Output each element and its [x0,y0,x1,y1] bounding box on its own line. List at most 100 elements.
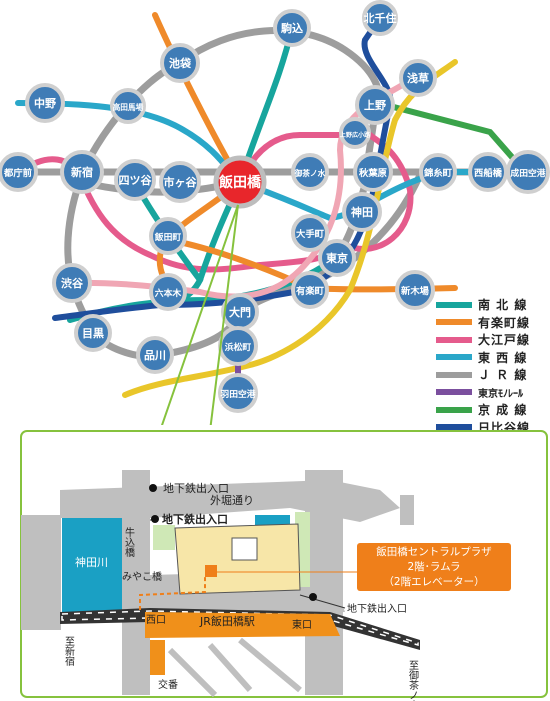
station-kitasenju: 北千住 [362,0,398,36]
station-label-roppongi: 六本木 [155,287,182,299]
label-subway-exit-right: 地下鉄出入口 [347,602,407,615]
destination-callout: 飯田橋セントラルプラザ 2階･ラムラ （2階エレベーター） [357,543,511,591]
legend-swatch [436,441,472,448]
label-to-shinjuku: 至新宿 [63,636,75,667]
station-iidamachi: 飯田町 [149,217,187,255]
subway-route-map: 駒込 北千住池袋浅草中野 高田馬場 上野上野広小路都庁前 新宿四ツ谷市ヶ谷 御茶ノ水 秋葉原… [0,0,550,425]
station-nakano: 中野 [25,83,65,123]
station-label-hamamatsucho: 浜松町 [225,341,252,353]
station-roppongi: 六本木 [149,273,187,311]
station-label-tokyo: 東京 [326,251,348,265]
label-sotobori-dori: 外堀通り [210,494,254,507]
station-label-iidamachi: 飯田町 [154,231,182,243]
station-label-akihabara: 秋葉原 [359,167,388,179]
station-otemachi: 大手町 [291,214,329,252]
station-hamamatsucho: 浜松町 [218,326,258,366]
legend-swatch [436,301,472,308]
station-tokyo: 東京 [318,239,356,277]
legend-swatch [436,371,472,378]
station-asakusa: 浅草 [399,59,437,97]
line-legend: 南 北 線有楽町線大江戸線東 西 線 Ｊ Ｒ 線東京ﾓﾉﾚｰﾙ 京 成 線日比谷線銀… [436,296,548,471]
station-label-ikebukuro: 池袋 [169,56,192,70]
station-label-ochanomizu: 御茶ノ水 [294,168,326,178]
station-label-yurakucho: 有楽町 [296,285,325,297]
legend-item: 南 北 線 [436,296,548,314]
kanda-river [62,518,122,613]
station-label-ichigaya: 市ヶ谷 [164,175,198,189]
jr-tracks [60,608,420,650]
legend-label: 東 西 線 [478,350,528,365]
station-label-otemachi: 大手町 [296,228,325,240]
station-ochanomizu: 御茶ノ水 [291,153,329,191]
legend-label: 京 成 線 [478,403,528,418]
subway-exit-marker [149,484,157,492]
station-ikebukuro: 池袋 [160,43,200,83]
legend-item: 銀 座 線 [436,436,548,454]
legend-label: 大江戸線 [478,333,531,348]
label-subway-exit-mid: 地下鉄出入口 [162,512,228,526]
station-label-komagome: 駒込 [281,21,303,35]
station-label-shinkiba: 新木場 [401,285,430,297]
legend-label: 有楽町線 [478,315,531,330]
label-miyako-bashi: みやこ橋 [122,570,162,583]
legend-item: 大江戸線 [436,331,548,349]
station-label-nakano: 中野 [34,96,56,110]
label-nishiguchi: 西口 [146,615,166,626]
callout-line-3: （2階エレベーター） [383,576,485,588]
legend-label: 東京ﾓﾉﾚｰﾙ [478,388,523,400]
label-koban: 交番 [158,678,178,691]
station-hanedakuko: 羽田空港 [218,373,258,413]
subway-exit-marker [309,593,317,601]
station-shinagawa: 品川 [136,336,174,374]
station-label-asakusa: 浅草 [407,71,429,85]
legend-label: 浅 草 線 [478,455,528,470]
station-komagome: 駒込 [273,9,311,47]
legend-label: 南 北 線 [478,298,528,313]
station-akihabara: 秋葉原 [353,152,393,192]
station-daimon: 大門 [221,293,259,331]
subway-exit-marker [151,515,159,523]
legend-item: 京 成 線 [436,401,548,419]
station-label-ueno: 上野 [364,98,386,112]
central-plaza-building [174,523,301,595]
legend-item: 東 西 線 [436,349,548,367]
station-label-hanedakuko: 羽田空港 [220,388,255,400]
jr-station-band [145,612,340,638]
legend-item: Ｊ Ｒ 線 [436,366,548,384]
station-label-naritakuko: 成田空港 [510,167,545,179]
station-iidabashi-highlight: 飯田橋 [213,155,267,209]
label-higashiguchi: 東口 [292,618,312,631]
station-label-iidabashi: 飯田橋 [218,174,262,191]
station-label-kinshicho: 錦糸町 [424,167,453,179]
label-to-ochanomizu: 至御茶ノ水 [407,660,419,701]
station-label-shinjuku: 新宿 [71,165,93,179]
station-label-shinagawa: 品川 [144,349,166,362]
station-label-shibuya: 渋谷 [61,276,84,290]
station-label-uenohirokoji: 上野広小路 [340,131,371,139]
legend-label: Ｊ Ｒ 線 [478,368,528,383]
legend-item: 有楽町線 [436,314,548,332]
legend-label: 銀 座 線 [478,438,528,453]
station-label-meguro: 目黒 [82,327,104,340]
label-subway-exit-top: 地下鉄出入口 [163,481,229,495]
station-ueno: 上野 [355,85,395,125]
station-tochomae: 都庁前 [0,152,38,192]
label-kandagawa: 神田川 [75,555,108,569]
legend-swatch [436,336,472,343]
station-yurakucho: 有楽町 [291,271,329,309]
label-ushigome-bashi: 牛込橋 [123,526,135,558]
legend-item: 日比谷線 [436,419,548,437]
station-meguro: 目黒 [74,314,112,352]
legend-item: 東京ﾓﾉﾚｰﾙ [436,384,548,402]
legend-swatch [436,389,472,396]
legend-swatch [436,424,472,431]
station-ichigaya: 市ヶ谷 [159,161,201,203]
station-label-yotsuya: 四ツ谷 [119,173,153,187]
station-label-daimon: 大門 [229,305,251,319]
station-label-takadanobaba: 高田馬場 [113,102,144,112]
asakusa-line [122,59,458,398]
station-nishifunabashi: 西船橋 [468,152,508,192]
callout-line-1: 飯田橋セントラルプラザ [376,546,492,558]
pointer-lines [161,204,239,425]
station-shinkiba: 新木場 [395,270,435,310]
